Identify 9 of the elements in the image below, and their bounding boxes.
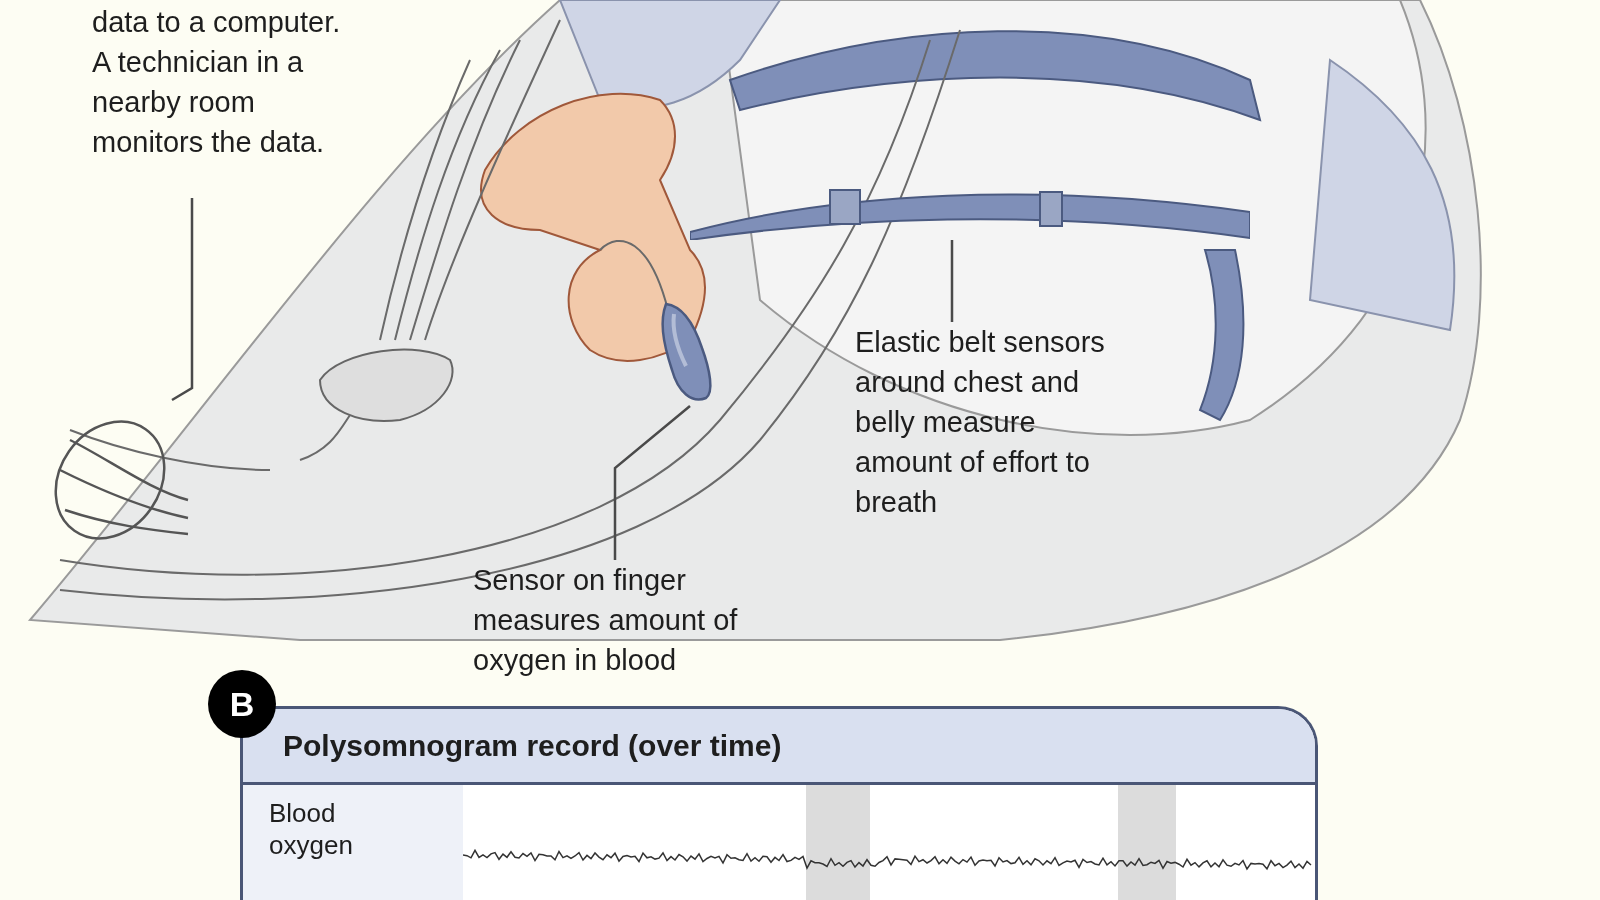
- leader-line: [613, 405, 691, 560]
- row-label: Blood oxygen: [269, 797, 354, 861]
- panel-badge: B: [208, 670, 276, 738]
- callout-text: Sensor on finger measures amount of oxygen in blood: [473, 563, 739, 678]
- panel-title: Polysomnogram record (over time): [283, 728, 782, 764]
- leader-line: [171, 198, 194, 402]
- callout-text: data to a computer. A technician in a nearby room monitors the data.: [92, 5, 342, 160]
- leader-line: [950, 240, 954, 322]
- callout-text: Elastic belt sensors around chest and belly measure amount of effort to breath: [855, 325, 1106, 520]
